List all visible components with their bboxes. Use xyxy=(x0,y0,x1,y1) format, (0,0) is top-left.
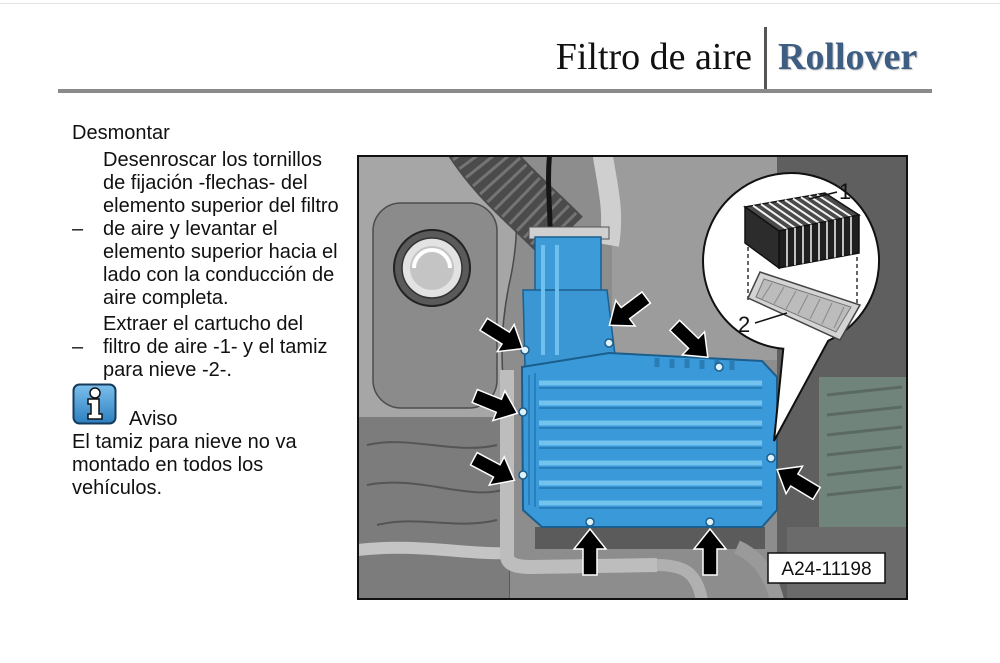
info-icon xyxy=(72,383,117,425)
neck-highlight xyxy=(541,245,559,355)
note-line: vehículos. xyxy=(72,477,163,499)
fixing-screw xyxy=(585,517,595,527)
housing-ribs xyxy=(539,380,762,506)
figure-border xyxy=(357,155,908,600)
step-1-bullet: – xyxy=(72,218,84,240)
figure-reference-frame xyxy=(767,552,886,584)
callout-number-2: 2 xyxy=(738,312,750,337)
filter-cartridge xyxy=(743,192,861,270)
arrow-marker xyxy=(608,290,652,327)
step-2-line: Extraer el cartucho del xyxy=(103,313,304,335)
brand-logo-text: Rollover xyxy=(778,36,918,78)
figure-reference-box: A24-11198 xyxy=(767,552,886,584)
intake-neck xyxy=(534,236,602,296)
cartridge-side-face xyxy=(744,205,780,270)
arrow-marker xyxy=(692,527,728,576)
arrow-marker xyxy=(469,451,516,487)
step-1-text: Desenroscar los tornillos de fijación -f… xyxy=(103,149,339,310)
step-2-line: filtro de aire -1- y el tamiz xyxy=(103,336,328,358)
step-1-line: de aire y levantar el xyxy=(103,218,278,240)
page-title: Filtro de aire xyxy=(555,36,752,78)
callout-number-1: 1 xyxy=(839,179,851,204)
air-filter-upper-housing xyxy=(518,226,778,528)
engine-contour-lines xyxy=(366,441,503,526)
step-1-line: aire completa. xyxy=(103,287,229,309)
right-bottom-pipe xyxy=(733,540,784,600)
radiator-fins xyxy=(826,385,903,497)
note-line: El tamiz para nieve no va xyxy=(72,431,297,453)
info-icon-stem xyxy=(87,398,103,420)
step-1-line: de fijación -flechas- del xyxy=(103,172,308,194)
oil-filler-cap xyxy=(393,229,471,307)
fixing-screw xyxy=(518,470,528,480)
housing-edge-ribs xyxy=(528,373,536,507)
step-2-bullet: – xyxy=(72,336,84,358)
title-divider xyxy=(764,27,767,90)
note-text: El tamiz para nieve no va montado en tod… xyxy=(72,431,297,500)
figure-reference-label: A24-11198 xyxy=(781,559,871,580)
arrow-marker xyxy=(471,388,519,422)
housing-rib-shadows xyxy=(539,387,762,509)
step-1-line: elemento superior hacia el xyxy=(103,241,338,263)
oil-cap-center xyxy=(410,246,454,290)
note-label: Aviso xyxy=(129,408,178,430)
technical-illustration: 1 2 A24-11198 xyxy=(357,155,908,600)
header-rule xyxy=(58,89,932,93)
fixing-screw xyxy=(604,338,614,348)
snow-screen-mesh xyxy=(755,278,852,333)
fixing-screw xyxy=(518,407,528,417)
fixing-screw xyxy=(714,362,724,372)
arrow-marker xyxy=(478,317,524,353)
arrow-marker xyxy=(572,527,608,576)
vertical-pipe xyxy=(500,370,658,575)
step-1-line: lado con la conducción de xyxy=(103,264,335,286)
info-icon-dot xyxy=(89,387,101,399)
under-box-parts xyxy=(535,527,765,549)
step-1-line: elemento superior del filtro xyxy=(103,195,339,217)
bottom-pipe xyxy=(656,559,708,600)
assembly-dashed-lines xyxy=(747,247,858,307)
step-2-line: para nieve -2-. xyxy=(103,359,232,381)
note-line: montado en todos los xyxy=(72,454,264,476)
section-title: Desmontar xyxy=(72,122,170,144)
callout-2-leader xyxy=(754,312,788,324)
fixing-screw xyxy=(705,517,715,527)
snow-screen xyxy=(747,271,862,341)
cartridge-top-pleats xyxy=(752,193,852,231)
coolant-pipe xyxy=(592,155,622,247)
callout-1-leader xyxy=(808,191,838,200)
lower-pipe xyxy=(357,541,510,560)
arrow-marker xyxy=(668,319,709,359)
housing-top-notches xyxy=(654,358,735,370)
step-1-line: Desenroscar los tornillos xyxy=(103,149,322,171)
screw-arrows xyxy=(469,290,822,576)
fixing-screw xyxy=(766,453,776,463)
detail-callout: 1 2 xyxy=(702,172,881,442)
oil-cap-grip xyxy=(412,248,452,269)
step-2-text: Extraer el cartucho del filtro de aire -… xyxy=(103,313,328,382)
arrow-marker xyxy=(776,465,822,501)
page-top-edge xyxy=(0,3,1000,4)
cartridge-front-pleats xyxy=(786,216,852,267)
snow-screen-hatch xyxy=(761,282,845,329)
